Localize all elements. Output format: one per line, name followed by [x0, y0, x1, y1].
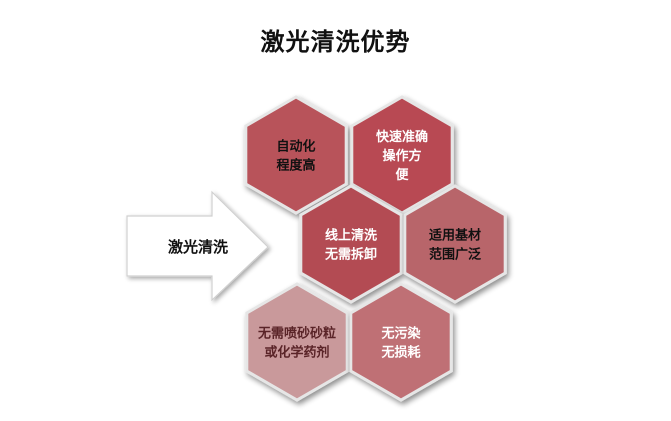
hexagon-label-line: 便: [395, 167, 409, 183]
diagram-title: 激光清洗优势: [260, 27, 411, 56]
hexagon-label-line: 快速准确: [376, 129, 428, 145]
hexagon-shape: [245, 282, 349, 402]
hexagon-label-line: 无需喷砂砂粒: [257, 326, 336, 342]
hexagon-label-line: 自动化: [276, 139, 315, 155]
hexagon-shape: [299, 184, 403, 304]
hexagon-shape: [403, 184, 507, 304]
hexagon-label-line: 无污染: [380, 326, 421, 342]
hexagon-label-line: 无需拆卸: [324, 247, 377, 263]
hexagon-shape: [350, 95, 454, 215]
hexagon-shape: [349, 282, 453, 402]
hexagon-label-line: 范围广泛: [429, 247, 481, 263]
hexagon-shape: [244, 95, 348, 215]
right-arrow-shape: 激光清洗: [126, 190, 269, 302]
arrow-shape: [126, 190, 269, 302]
hexagon-label-line: 适用基材: [429, 228, 481, 244]
hexagon-label-line: 操作方: [382, 148, 421, 164]
arrow-label: 激光清洗: [168, 238, 228, 256]
hexagon-label-line: 或化学药剂: [264, 345, 329, 361]
hexagon-label-line: 无损耗: [380, 345, 420, 361]
hexagon-label-line: 线上清洗: [325, 228, 377, 244]
hexagon-label-line: 程度高: [276, 158, 315, 174]
